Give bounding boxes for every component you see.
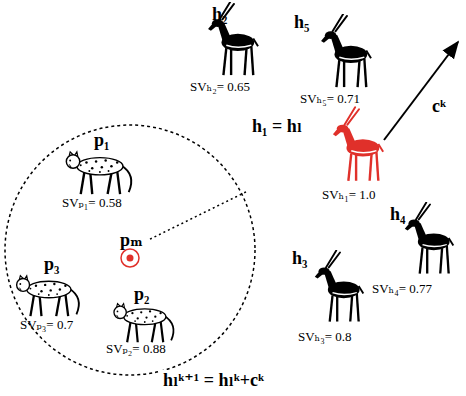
- figure-node: p₂ SVₚ₂= 0.88: [100, 282, 190, 360]
- vector-label: p₃: [44, 254, 59, 275]
- score-label: SVₕ₅= 0.71: [300, 92, 360, 107]
- score-label: SVₚ₁= 0.58: [62, 196, 122, 211]
- score-label: SVₕ₃= 0.8: [298, 330, 352, 345]
- vector-label: p₁: [94, 130, 109, 151]
- figure-node: h₅ SVₕ₅= 0.71: [288, 10, 388, 118]
- figure-node: h₁ = hₗ SVₕ₁= 1.0: [248, 100, 394, 210]
- vector-label: h₂: [212, 4, 227, 25]
- vector-label: pₘ: [120, 230, 143, 251]
- figure-node: h₃ SVₕ₃= 0.8: [288, 246, 378, 350]
- vector-label: h₁ = hₗ: [252, 116, 302, 137]
- vector-label: h₃: [292, 248, 307, 269]
- score-label: SVₕ₂= 0.65: [190, 80, 250, 95]
- dotted-connector: [150, 191, 248, 239]
- score-label: SVₚ₂= 0.88: [106, 342, 166, 357]
- score-label: SVₕ₄= 0.77: [372, 282, 432, 297]
- figure-node: pₘ: [110, 228, 150, 270]
- figure-node: p₁ SVₚ₁= 0.58: [56, 128, 148, 214]
- update-formula: hₗᵏ⁺¹ = hₗᵏ+cᵏ: [160, 370, 267, 391]
- figure-node: p₃ SVₚ₃= 0.7: [16, 252, 106, 338]
- vector-label: h₅: [294, 12, 309, 33]
- figure-node: h₂ SVₕ₂= 0.65: [186, 2, 276, 100]
- vector-label: cᵏ: [432, 96, 446, 117]
- vector-label: p₂: [134, 284, 149, 305]
- figure-node: h₄ SVₕ₄= 0.77: [368, 200, 464, 300]
- score-label: SVₚ₃= 0.7: [20, 318, 73, 333]
- score-label: SVₕ₁= 1.0: [322, 188, 376, 203]
- vector-label: h₄: [390, 204, 405, 225]
